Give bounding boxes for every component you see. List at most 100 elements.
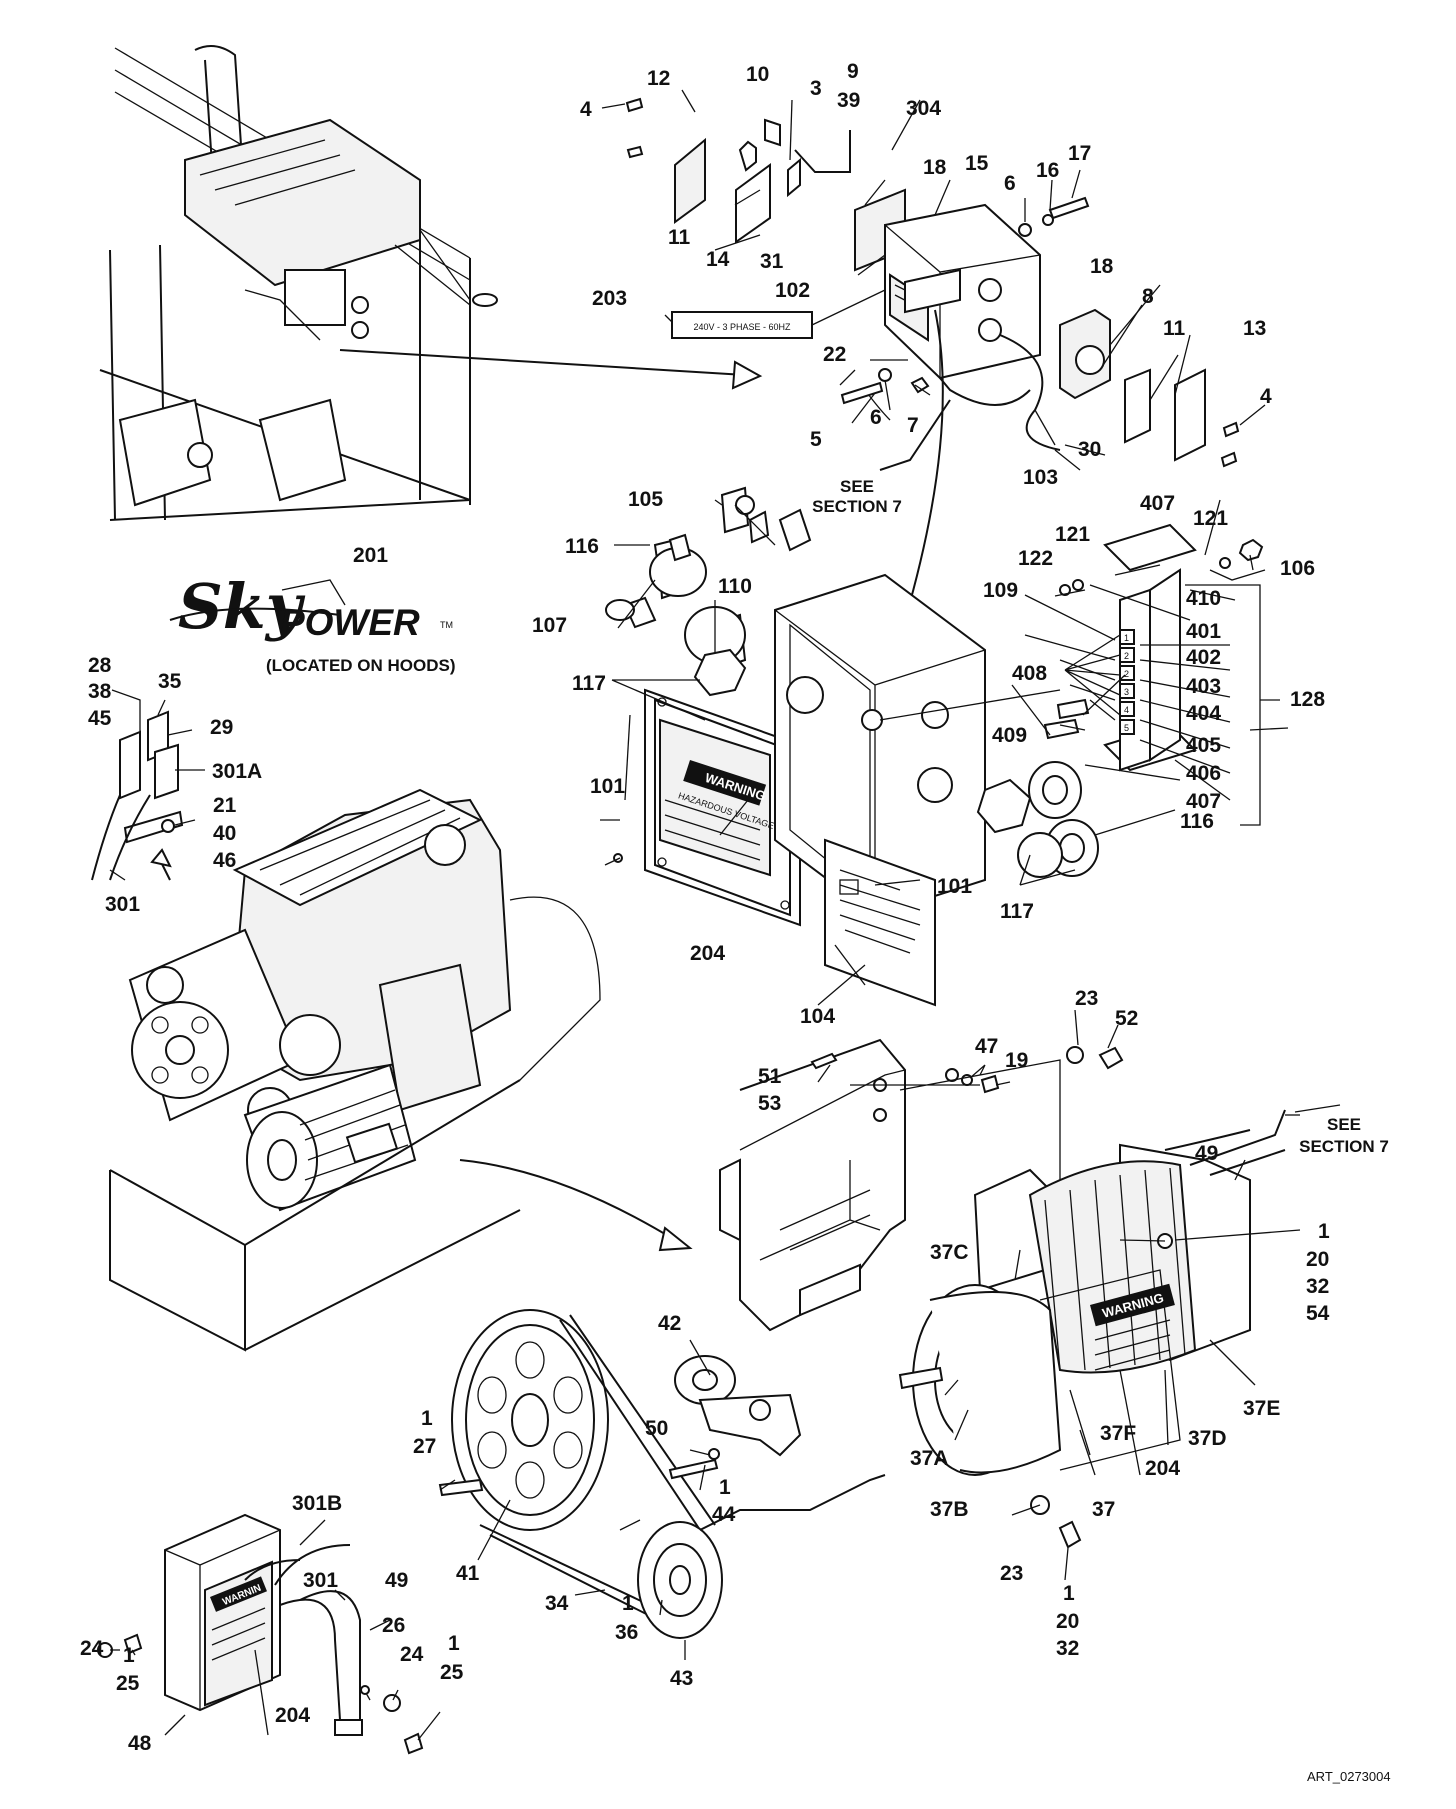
callout-47: 47 [975,1035,998,1058]
callout-117b: 117 [1000,900,1034,923]
pulleys-and-belt [438,1309,886,1639]
callout-24a: 24 [80,1637,104,1660]
callout-1b: 1 [719,1476,731,1499]
arrow-head-1 [731,360,763,390]
callout-409: 409 [992,724,1027,747]
junction-box-assembly: 240V - 3 PHASE - 60HZ [671,118,1206,648]
relay-bracket [91,710,184,881]
callout-14: 14 [706,248,730,271]
callout-4: 4 [580,98,592,121]
callout-45: 45 [88,707,112,730]
callout-40: 40 [213,822,236,845]
arrow-engine-to-generator [459,1159,676,1241]
callout-203: 203 [592,287,627,310]
callout-410: 410 [1186,587,1221,610]
callout-301: 301 [105,893,140,916]
arrow-head-2 [658,1226,693,1252]
callout-121: 121 [1055,523,1090,546]
callout-49b: 49 [385,1569,408,1592]
callout-117: 117 [572,672,606,695]
callout-1c: 1 [421,1407,433,1430]
callout-20: 20 [1306,1248,1329,1271]
callout-39: 39 [837,89,860,112]
callout-46: 46 [213,849,236,872]
terminal-1: 1 [1124,633,1129,643]
callout-52: 52 [1115,1007,1138,1030]
callout-301b: 301B [292,1492,342,1515]
callout-403: 403 [1186,675,1221,698]
callout-110: 110 [718,575,752,598]
callout-17: 17 [1068,142,1091,165]
platform-console-illustration [99,45,498,521]
logo-tm-text: TM [440,620,453,630]
bottom-control-box: WARNIN [97,1513,424,1755]
callout-29: 29 [210,716,233,739]
callout-407b: 407 [1186,790,1221,813]
callout-204: 204 [690,942,725,965]
callout-201: 201 [353,544,388,567]
callout-5: 5 [810,428,822,451]
callout-30: 30 [1078,438,1101,461]
callout-408: 408 [1012,662,1047,685]
small-hardware-top [625,97,1240,468]
callout-37: 37 [1092,1498,1115,1521]
callout-405: 405 [1186,734,1221,757]
callout-301c: 301 [303,1569,338,1592]
callout-9: 9 [847,60,859,83]
callout-103: 103 [1023,466,1058,489]
callout-41: 41 [456,1562,480,1585]
callout-38: 38 [88,680,112,703]
callout-404: 404 [1186,702,1221,725]
callout-51: 51 [758,1065,782,1088]
generator-bracket [719,1038,1124,1332]
callout-107: 107 [532,614,567,637]
art-number: ART_0273004 [1307,1769,1391,1784]
callout-1d: 1 [1063,1582,1075,1605]
control-box-exploded: WARNING HAZARDOUS VOLTAGE INSIDE [604,486,1099,1007]
located-on-hoods-note: (LOCATED ON HOODS) [266,656,456,675]
callout-53: 53 [758,1092,781,1115]
callout-4b: 4 [1260,385,1272,408]
callout-7: 7 [907,414,919,437]
callout-44: 44 [712,1503,736,1526]
callout-35: 35 [158,670,182,693]
callout-37a: 37A [910,1447,949,1470]
callout-32b: 32 [1056,1637,1079,1660]
terminal-2: 2 [1124,651,1129,661]
callout-102: 102 [775,279,810,302]
callout-labels: 4 12 10 3 9 39 304 18 15 6 16 17 11 14 3… [80,60,1391,1784]
callout-37e: 37E [1243,1397,1280,1420]
callout-104: 104 [800,1005,835,1028]
callout-402: 402 [1186,646,1221,669]
callout-406: 406 [1186,762,1221,785]
callout-401: 401 [1186,620,1221,643]
callout-27: 27 [413,1435,436,1458]
callout-1g: 1 [622,1592,634,1615]
callout-25: 25 [116,1672,140,1695]
terminal-number-labels: 1 2 2 3 4 5 [1119,629,1135,735]
callout-121b: 121 [1193,507,1228,530]
callout-32: 32 [1306,1275,1329,1298]
callout-101b: 101 [937,875,972,898]
callout-1f: 1 [448,1632,460,1655]
callout-24: 24 [400,1643,424,1666]
callout-25b: 25 [440,1661,464,1684]
callout-18: 18 [923,156,947,179]
callout-1: 1 [1318,1220,1330,1243]
voltage-label-text: 240V - 3 PHASE - 60HZ [693,322,791,332]
callout-18b: 18 [1090,255,1114,278]
callout-116: 116 [565,535,599,558]
callout-101: 101 [590,775,625,798]
terminal-5: 5 [1124,723,1129,733]
logo-sky-text: Sky [178,570,306,643]
leader-lines [109,89,1341,1741]
callout-1e: 1 [123,1644,135,1667]
callout-204b: 204 [1145,1457,1180,1480]
arrow-console-to-box [339,349,746,376]
callout-128: 128 [1290,688,1325,711]
callout-28: 28 [88,654,112,677]
callout-407: 407 [1140,492,1175,515]
callout-11b: 11 [1163,317,1186,340]
callout-54: 54 [1306,1302,1330,1325]
